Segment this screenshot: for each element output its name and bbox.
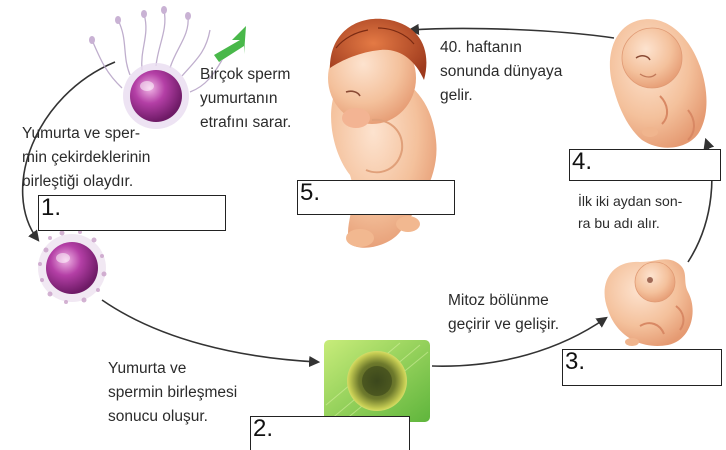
step-1-line: birleştiği olaydır.: [22, 170, 150, 194]
step-1-description: Yumurta ve sper- min çekirdeklerinin bir…: [22, 122, 150, 194]
answer-box-4[interactable]: 4.: [569, 149, 721, 181]
step-4-description: İlk iki aydan son- ra bu adı alır.: [578, 190, 682, 234]
fetus-illustration: [610, 19, 707, 148]
step-5-line: 40. haftanın: [440, 36, 562, 60]
box-number: 4.: [572, 148, 592, 176]
step-5-line: sonunda dünyaya: [440, 60, 562, 84]
step-4-line: ra bu adı alır.: [578, 212, 682, 234]
sperm-note: Birçok sperm yumurtanın etrafını sarar.: [200, 63, 291, 135]
box-number: 2.: [253, 415, 273, 443]
sperm-note-line: Birçok sperm: [200, 63, 291, 87]
step-3-line: geçirir ve gelişir.: [448, 313, 559, 337]
step-1-line: Yumurta ve sper-: [22, 122, 150, 146]
step-3-description: Mitoz bölünme geçirir ve gelişir.: [448, 289, 559, 337]
fertilized-egg-illustration: [38, 230, 107, 304]
step-5-description: 40. haftanın sonunda dünyaya gelir.: [440, 36, 562, 108]
step-4-line: İlk iki aydan son-: [578, 190, 682, 212]
embryo-illustration: [605, 259, 693, 346]
box-number: 3.: [565, 348, 585, 376]
answer-box-2[interactable]: 2.: [250, 416, 410, 450]
sperm-note-line: yumurtanın: [200, 87, 291, 111]
step-2-line: sonucu oluşur.: [108, 405, 237, 429]
box-number: 1.: [41, 194, 61, 222]
answer-box-1[interactable]: 1.: [38, 195, 226, 231]
step-3-line: Mitoz bölünme: [448, 289, 559, 313]
green-pointer-arrow-icon: [214, 26, 246, 62]
step-1-line: min çekirdeklerinin: [22, 146, 150, 170]
sperm-note-line: etrafını sarar.: [200, 111, 291, 135]
answer-box-3[interactable]: 3.: [562, 349, 722, 386]
step-2-line: Yumurta ve: [108, 357, 237, 381]
arrow-fertilization-to-zygote: [102, 300, 318, 362]
step-2-description: Yumurta ve spermin birleşmesi sonucu olu…: [108, 357, 237, 429]
zygote-illustration: [324, 340, 430, 422]
step-2-line: spermin birleşmesi: [108, 381, 237, 405]
answer-box-5[interactable]: 5.: [297, 180, 455, 215]
step-5-line: gelir.: [440, 84, 562, 108]
box-number: 5.: [300, 179, 320, 207]
